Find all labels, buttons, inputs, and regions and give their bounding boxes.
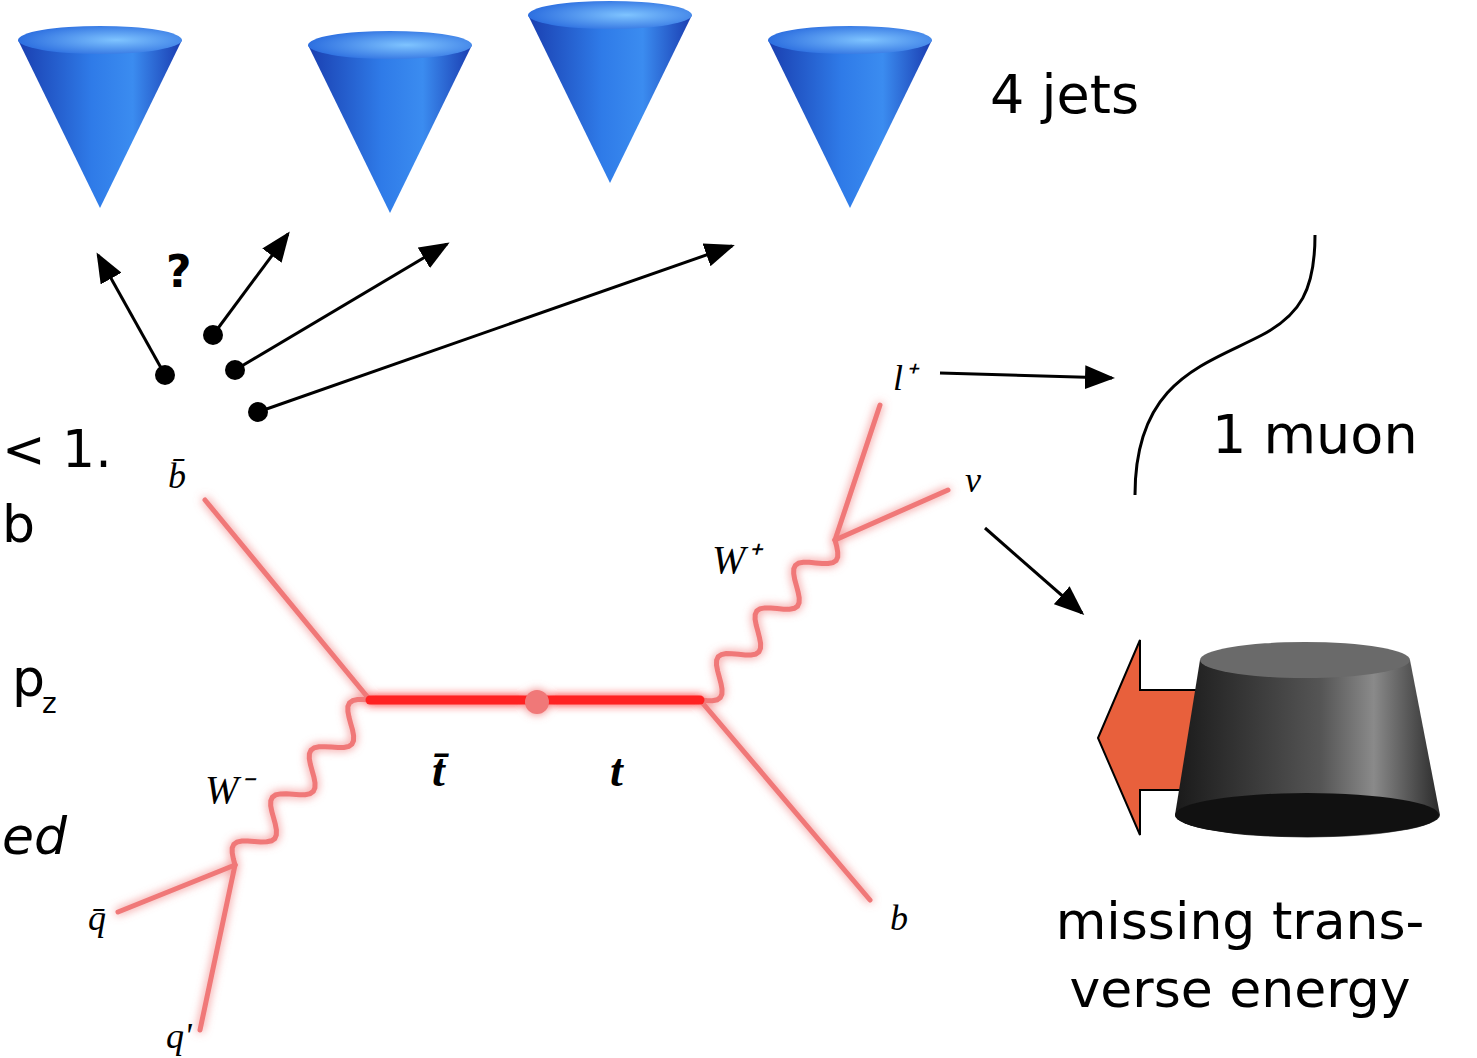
jet-cone bbox=[18, 40, 182, 208]
side-text: z bbox=[42, 690, 57, 718]
side-text: b bbox=[2, 498, 35, 550]
particle-label: W⁻ bbox=[205, 770, 252, 810]
particle-label: b bbox=[890, 900, 908, 936]
feynman-lines bbox=[118, 405, 948, 1030]
particle-label: q̄ bbox=[88, 900, 106, 936]
muon-label: 1 muon bbox=[1212, 408, 1418, 462]
jet-cone-top bbox=[308, 31, 472, 59]
side-text: ed bbox=[2, 810, 67, 862]
jets-label: 4 jets bbox=[990, 68, 1139, 122]
jet-cone-top bbox=[768, 26, 932, 54]
jet-cone bbox=[308, 45, 472, 213]
particle-label: ν bbox=[965, 462, 981, 498]
jet-cone-top bbox=[528, 1, 692, 29]
question-mark: ? bbox=[166, 250, 192, 294]
jet-cones bbox=[18, 1, 932, 213]
side-text: < 1. bbox=[2, 423, 112, 475]
detector bbox=[1098, 640, 1440, 837]
particle-label: b̄ bbox=[168, 458, 186, 494]
jet-cone bbox=[768, 40, 932, 208]
jet-cone bbox=[528, 15, 692, 183]
particle-label: t̄ bbox=[432, 748, 445, 794]
arrows bbox=[98, 234, 1315, 613]
particle-label: W⁺ bbox=[712, 540, 759, 580]
met-label: missing trans- verse energy bbox=[1020, 888, 1460, 1023]
jet-cone-top bbox=[18, 26, 182, 54]
jet-origins bbox=[155, 325, 268, 422]
particle-label: l⁺ bbox=[893, 360, 915, 396]
particle-label: t bbox=[610, 748, 623, 794]
side-text: p bbox=[12, 652, 45, 704]
particle-label: q' bbox=[166, 1018, 192, 1054]
